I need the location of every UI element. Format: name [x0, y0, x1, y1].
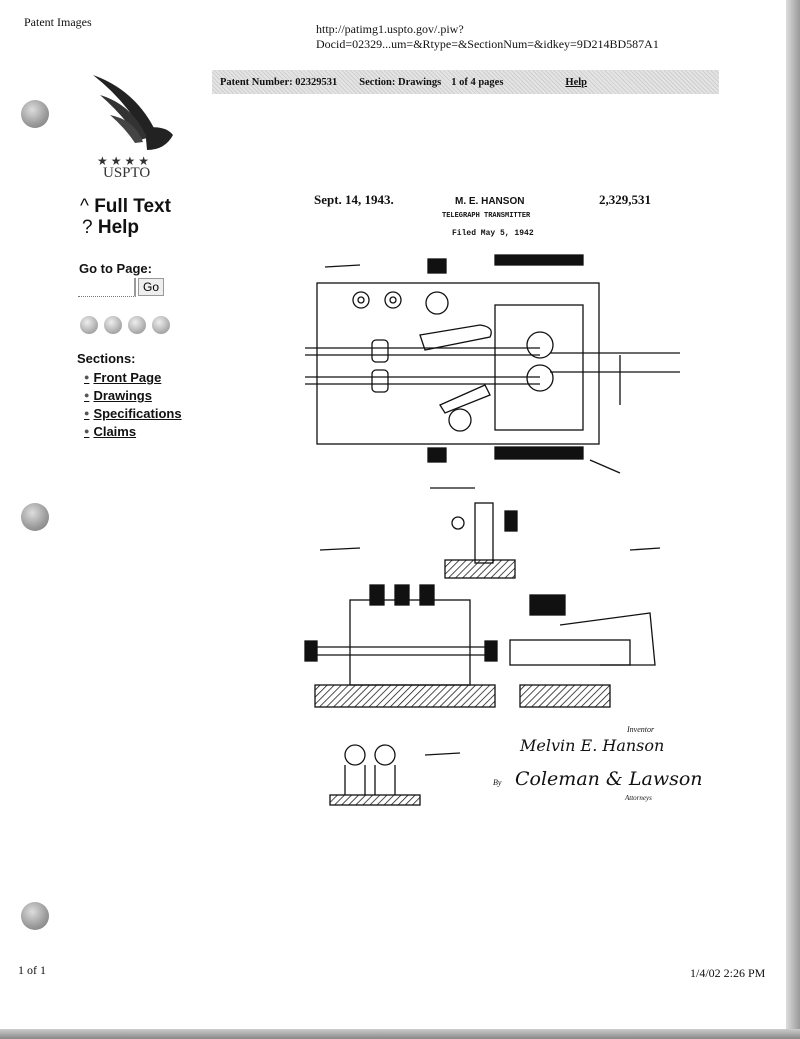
full-text-link[interactable]: ^ Full Text [80, 196, 171, 217]
patent-number: Patent Number: 02329531 [220, 76, 338, 88]
goto-page-input[interactable] [78, 278, 136, 297]
scan-edge [786, 0, 800, 1039]
sections-list: Front Page Drawings Specifications Claim… [84, 370, 182, 442]
question-icon: ? [82, 217, 98, 238]
sections-title: Sections: [77, 351, 136, 366]
goto-label: Go to Page: [79, 261, 152, 276]
figure-3 [509, 547, 661, 708]
help-link[interactable]: ? Help [82, 217, 140, 238]
footer-timestamp: 1/4/02 2:26 PM [690, 966, 766, 980]
figure-5 [430, 487, 518, 579]
section-link-front-page[interactable]: Front Page [84, 370, 182, 388]
footer-page: 1 of 1 [18, 963, 46, 977]
attorneys-label: Attorneys [625, 794, 652, 802]
inventor-signature: Melvin E. Hanson [520, 736, 665, 755]
last-page-icon[interactable] [152, 316, 170, 334]
logo-text: USPTO [103, 165, 151, 181]
patent-drawing [304, 254, 680, 806]
punch-hole [21, 100, 49, 128]
figure-1 [305, 254, 680, 474]
patent-number-header: 2,329,531 [599, 192, 651, 207]
section-indicator: Section: Drawings [359, 76, 442, 88]
print-header-url: http://patimg1.uspto.gov/.piw?Docid=0232… [316, 22, 659, 51]
inventor-label: Inventor [627, 725, 655, 734]
first-page-icon[interactable] [80, 316, 98, 334]
prev-page-icon[interactable] [104, 316, 122, 334]
punch-hole [21, 503, 49, 531]
svg-text:★ ★ ★ ★: ★ ★ ★ ★ [97, 154, 149, 168]
filed-date: Filed May 5, 1942 [452, 229, 534, 238]
inventor-header: M. E. HANSON [455, 196, 525, 207]
section-link-claims[interactable]: Claims [84, 424, 182, 442]
section-link-drawings[interactable]: Drawings [84, 388, 182, 406]
eagle-icon: ★ ★ ★ ★ [93, 75, 173, 168]
figure-2 [304, 547, 498, 708]
scan-edge-bottom [0, 1029, 800, 1039]
toolbar-help-link[interactable]: Help [565, 76, 588, 88]
page-nav-buttons [80, 316, 176, 339]
caret-up-icon: ^ [80, 196, 95, 217]
punch-hole [21, 902, 49, 930]
attorney-signature: Coleman & Lawson [515, 768, 703, 790]
page-count: 1 of 4 pages [451, 76, 504, 88]
print-header-title: Patent Images [24, 15, 92, 29]
figure-4 [329, 744, 461, 806]
section-link-specifications[interactable]: Specifications [84, 406, 181, 424]
patent-date: Sept. 14, 1943. [314, 192, 394, 207]
uspto-logo[interactable]: ★ ★ ★ ★ USPTO [85, 70, 180, 185]
go-button[interactable]: Go [138, 278, 165, 296]
by-label: By [493, 778, 502, 787]
next-page-icon[interactable] [128, 316, 146, 334]
patent-title: TELEGRAPH TRANSMITTER [442, 212, 531, 220]
patent-toolbar: Patent Number: 02329531 Section: Drawing… [212, 70, 719, 94]
